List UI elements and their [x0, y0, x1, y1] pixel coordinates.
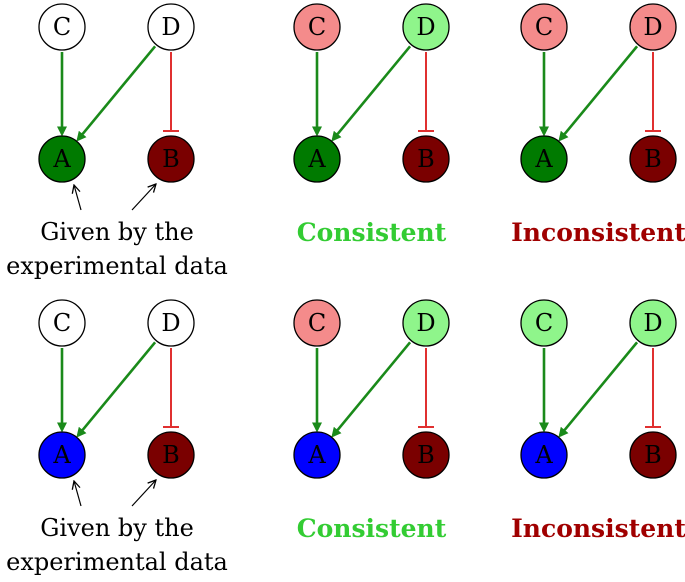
node-b-label: B — [644, 145, 662, 173]
edge-d-to-a — [331, 341, 412, 438]
node-a — [38, 431, 86, 479]
node-a-label: A — [534, 441, 553, 469]
node-c-label: C — [535, 13, 553, 41]
node-a-label: A — [307, 145, 326, 173]
node-c — [293, 299, 341, 347]
caption-line-2: experimental data — [6, 548, 228, 576]
panel-2: C D A B Consistent — [293, 3, 450, 247]
panel-1: C D A B Given by the experimental data — [6, 3, 228, 280]
verdict-label: Consistent — [297, 514, 447, 543]
node-a — [38, 135, 86, 183]
panel-4: C D A B Given by the experimental data — [6, 299, 228, 576]
node-b-label: B — [417, 145, 435, 173]
node-c — [520, 299, 568, 347]
panel-5: C D A B Consistent — [293, 299, 450, 543]
caption-line-1: Given by the — [40, 514, 194, 542]
node-d — [147, 3, 195, 51]
edge-d-to-a — [76, 341, 157, 438]
node-c — [293, 3, 341, 51]
node-c — [38, 3, 86, 51]
edge-d-to-a — [331, 45, 412, 142]
node-c-label: C — [53, 309, 71, 337]
node-c-label: C — [535, 309, 553, 337]
node-d-label: D — [643, 13, 662, 41]
node-c — [38, 299, 86, 347]
node-a-label: A — [52, 145, 71, 173]
edge-d-to-a — [558, 45, 639, 142]
node-c — [520, 3, 568, 51]
pointer-arrow-a — [74, 185, 82, 211]
node-a — [520, 431, 568, 479]
node-c-label: C — [308, 309, 326, 337]
node-a — [293, 431, 341, 479]
node-d — [402, 299, 450, 347]
node-c-label: C — [53, 13, 71, 41]
node-b — [147, 135, 195, 183]
caption-line-1: Given by the — [40, 218, 194, 246]
node-d-label: D — [416, 13, 435, 41]
node-a — [520, 135, 568, 183]
node-d — [147, 299, 195, 347]
pointer-arrow-b — [131, 184, 156, 211]
node-b — [402, 431, 450, 479]
node-c-label: C — [308, 13, 326, 41]
node-d-label: D — [643, 309, 662, 337]
node-b-label: B — [417, 441, 435, 469]
node-a-label: A — [307, 441, 326, 469]
node-a — [293, 135, 341, 183]
node-d-label: D — [161, 13, 180, 41]
node-d — [629, 3, 677, 51]
node-a-label: A — [534, 145, 553, 173]
node-b — [402, 135, 450, 183]
node-d-label: D — [161, 309, 180, 337]
caption-line-2: experimental data — [6, 252, 228, 280]
edge-d-to-a — [558, 341, 639, 438]
node-b — [629, 431, 677, 479]
verdict-label: Inconsistent — [511, 218, 685, 247]
edge-d-to-a — [76, 45, 157, 142]
node-b — [147, 431, 195, 479]
verdict-label: Consistent — [297, 218, 447, 247]
node-b-label: B — [162, 145, 180, 173]
node-d — [402, 3, 450, 51]
panel-3: C D A B Inconsistent — [511, 3, 685, 247]
node-a-label: A — [52, 441, 71, 469]
node-d — [629, 299, 677, 347]
node-b-label: B — [644, 441, 662, 469]
node-d-label: D — [416, 309, 435, 337]
node-b — [629, 135, 677, 183]
pointer-arrow-b — [131, 480, 156, 507]
verdict-label: Inconsistent — [511, 514, 685, 543]
panel-6: C D A B Inconsistent — [511, 299, 685, 543]
pointer-arrow-a — [74, 481, 82, 507]
node-b-label: B — [162, 441, 180, 469]
